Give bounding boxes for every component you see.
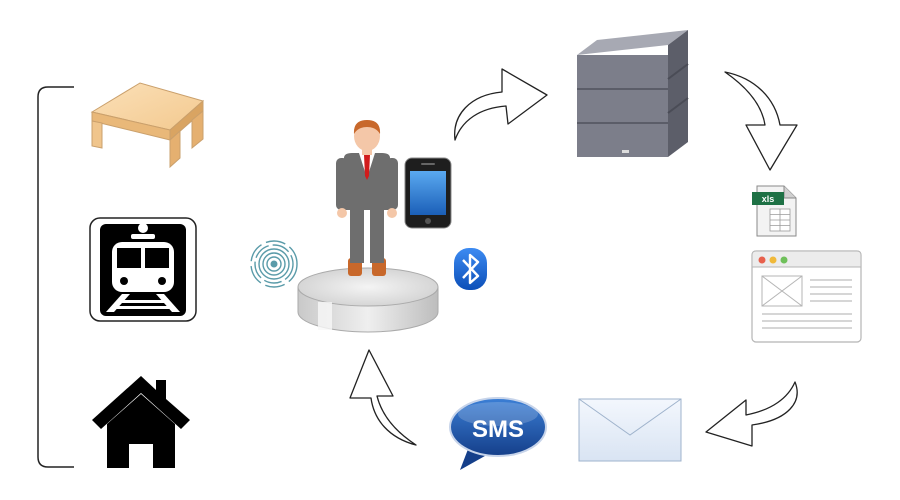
bluetooth-icon bbox=[454, 248, 487, 290]
house-icon bbox=[92, 376, 190, 468]
xls-label: xls bbox=[762, 194, 775, 204]
rfid-wave-icon bbox=[250, 240, 298, 288]
bracket-line bbox=[37, 86, 74, 468]
arrow-sms-to-person bbox=[349, 349, 417, 446]
server-icon bbox=[577, 30, 689, 157]
xls-file-icon: xls bbox=[752, 185, 797, 237]
businessman-icon bbox=[336, 120, 398, 276]
arrow-server-to-files bbox=[724, 71, 798, 171]
browser-window-icon bbox=[751, 250, 862, 343]
sms-label: SMS bbox=[472, 416, 524, 443]
sms-bubble-icon: SMS bbox=[449, 397, 547, 470]
arrow-person-to-server bbox=[454, 68, 548, 141]
arrow-browser-to-mail bbox=[705, 381, 798, 447]
desk-icon bbox=[90, 82, 205, 169]
smartphone-icon bbox=[404, 157, 452, 229]
train-icon bbox=[89, 217, 197, 322]
envelope-icon bbox=[578, 398, 682, 462]
pedestal-icon bbox=[297, 267, 439, 333]
